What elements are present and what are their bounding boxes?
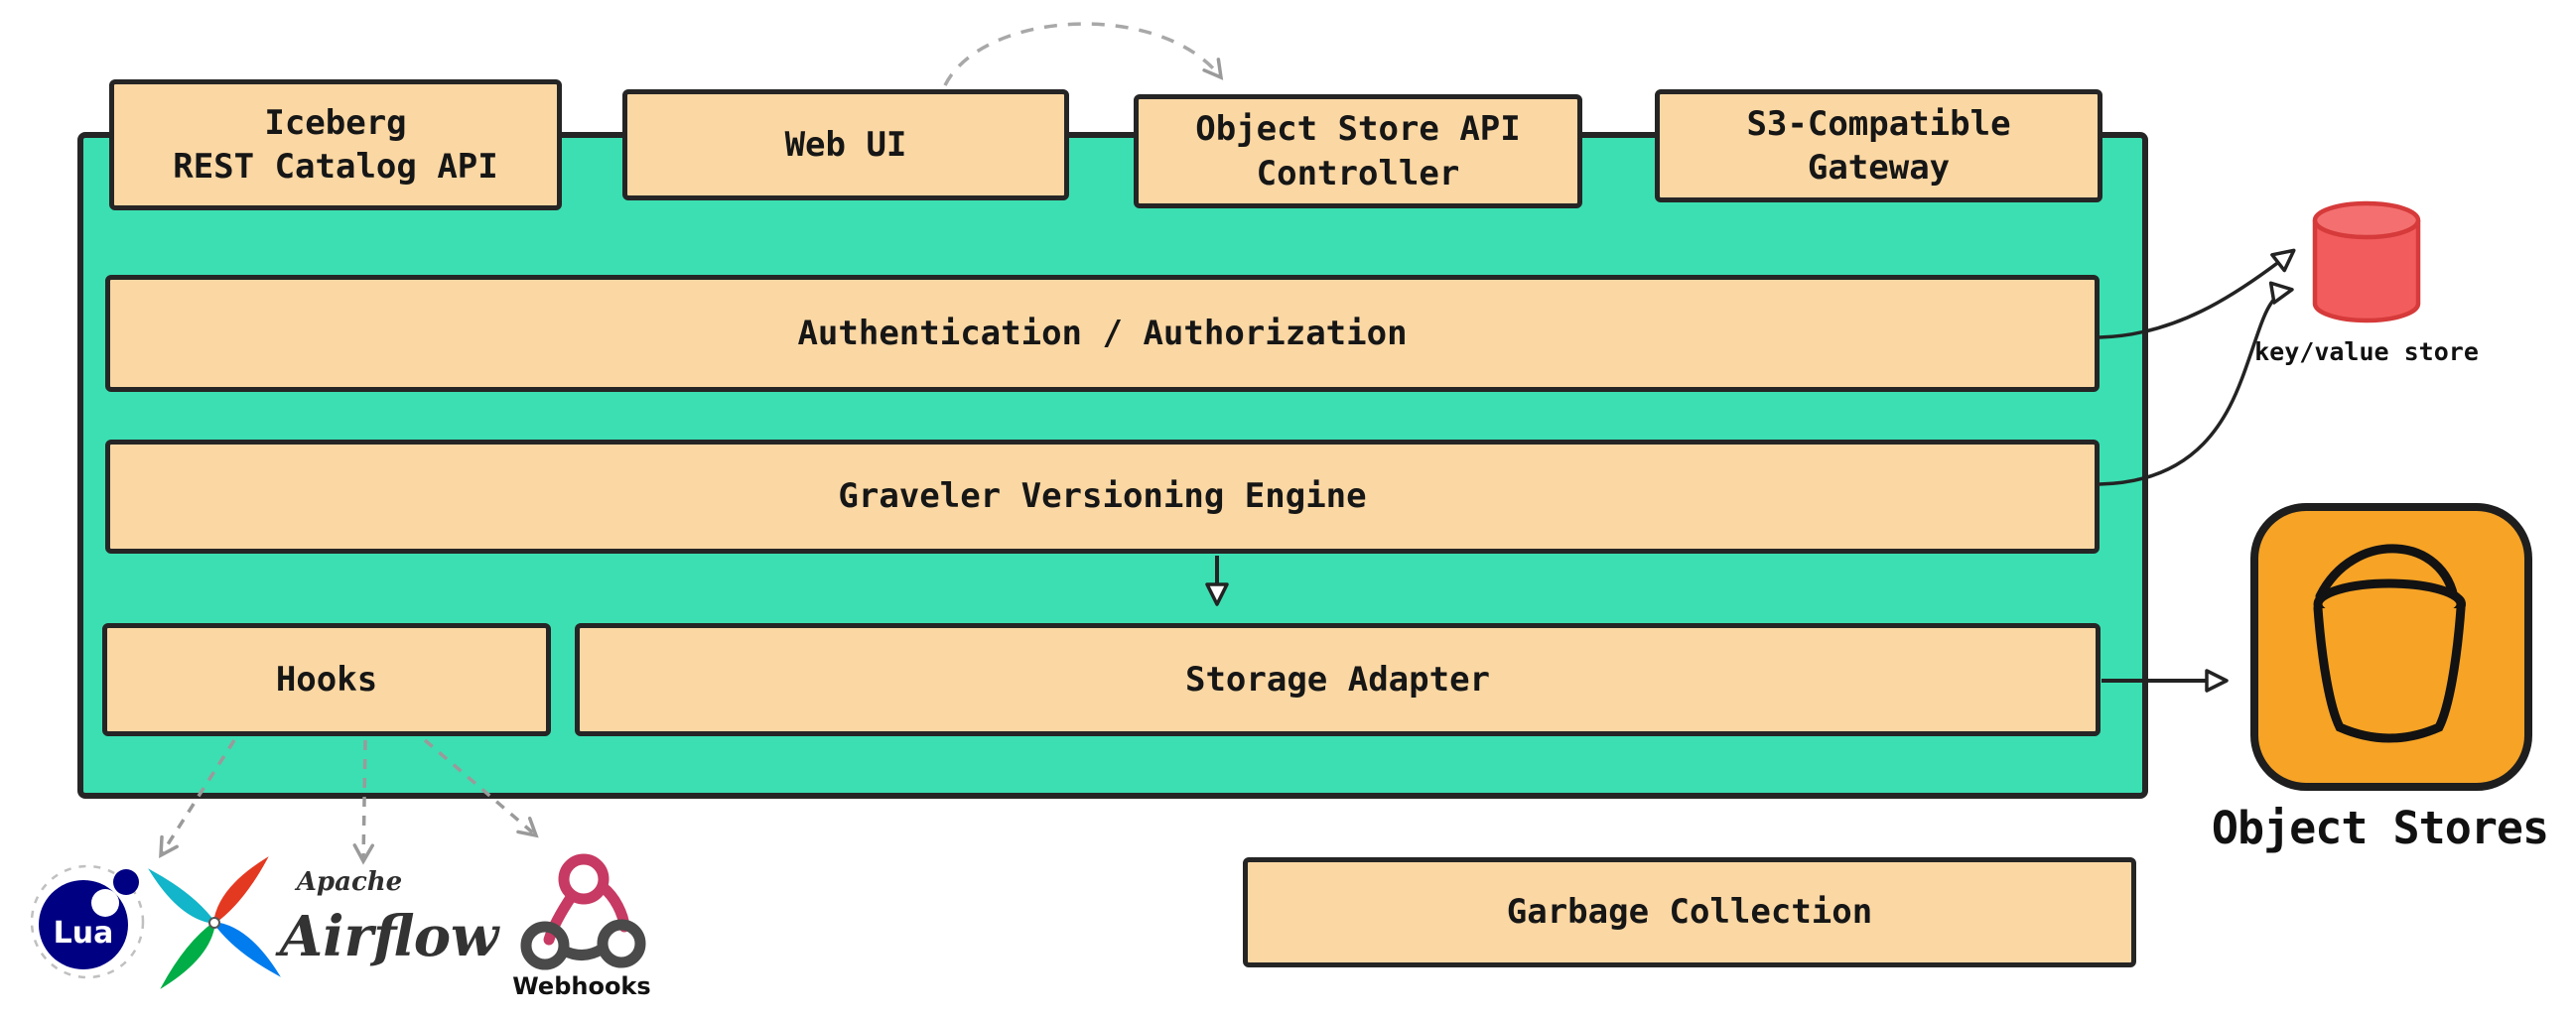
box-object-store-api-controller: Object Store API Controller (1134, 94, 1582, 208)
lua-label: Lua (54, 916, 114, 951)
kv-store-icon (2312, 200, 2421, 323)
box-label: Iceberg REST Catalog API (173, 102, 498, 187)
box-label: Garbage Collection (1506, 892, 1873, 933)
object-stores-icon (2250, 503, 2532, 791)
box-garbage-collection: Garbage Collection (1243, 857, 2136, 967)
box-graveler-versioning-engine: Graveler Versioning Engine (105, 440, 2100, 554)
box-label: Authentication / Authorization (797, 313, 1408, 353)
object-stores-label: Object Stores (2211, 802, 2549, 854)
box-storage-adapter: Storage Adapter (575, 623, 2101, 736)
webhooks-label: Webhooks (512, 972, 651, 1000)
box-label: Hooks (275, 659, 378, 700)
box-label: Storage Adapter (1184, 659, 1491, 700)
airflow-apache-label: Apache (294, 867, 402, 897)
box-label: Web UI (784, 124, 907, 165)
box-label: Graveler Versioning Engine (838, 476, 1367, 517)
box-authentication-authorization: Authentication / Authorization (105, 275, 2100, 392)
box-s3-compatible-gateway: S3-Compatible Gateway (1655, 89, 2102, 202)
webhooks-icon (520, 853, 646, 970)
box-label: S3-Compatible Gateway (1746, 103, 2011, 188)
webui-to-objectstore-arrow (943, 22, 1224, 86)
box-web-ui: Web UI (622, 89, 1069, 200)
lua-icon: Lua (30, 864, 145, 979)
box-hooks: Hooks (102, 623, 551, 736)
airflow-label: Airflow (275, 904, 500, 969)
box-label: Object Store API Controller (1195, 109, 1521, 193)
bucket-icon (2313, 544, 2466, 743)
airflow-icon: Apache Airflow (148, 856, 500, 989)
kv-store-label: key/value store (2254, 337, 2479, 366)
box-iceberg-rest-catalog-api: Iceberg REST Catalog API (109, 79, 562, 210)
